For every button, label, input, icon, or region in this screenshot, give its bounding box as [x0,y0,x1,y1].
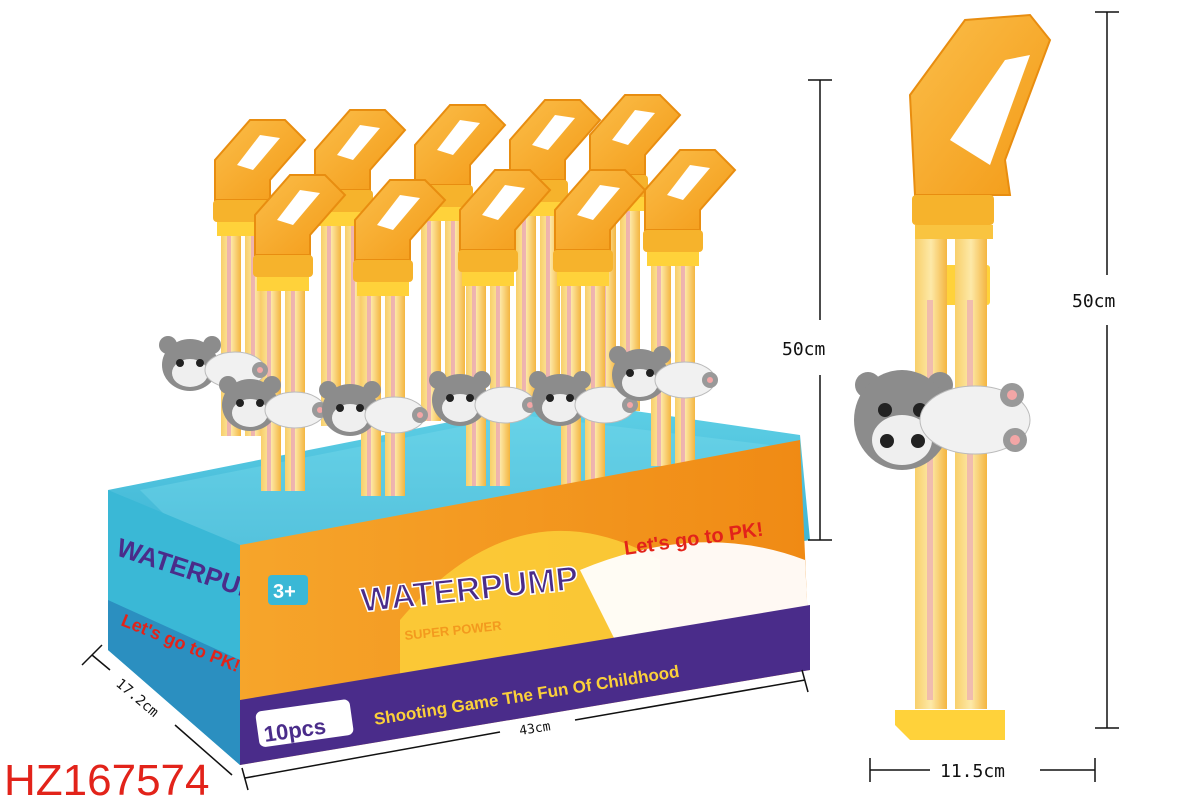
pump-width-label: 11.5cm [940,761,1005,782]
display-box-group: WATERPUMP Let's go to PK! 3+ WATERPUMP S… [108,94,810,765]
pump-height-label: 50cm [1072,291,1115,312]
pump-base [895,710,1005,740]
handle-grip-hole [950,55,1030,165]
product-code: HZ167574 [4,756,209,800]
pump-height-dimension [1095,11,1119,729]
box-length-dimension [241,669,809,791]
box-height-label: 50cm [782,339,825,360]
count-badge [255,699,354,747]
box-bottom-band [240,605,810,765]
box-length-label: 43cm [518,719,551,739]
age-badge-label: 3+ [273,581,296,603]
pump-width-dimension [869,758,1096,782]
box-height-dimension [808,79,832,541]
pump-collar [912,195,994,225]
box-depth-dimension [81,644,233,776]
age-badge [268,575,308,605]
single-pump [854,13,1052,740]
cat-ornament [854,370,1031,470]
